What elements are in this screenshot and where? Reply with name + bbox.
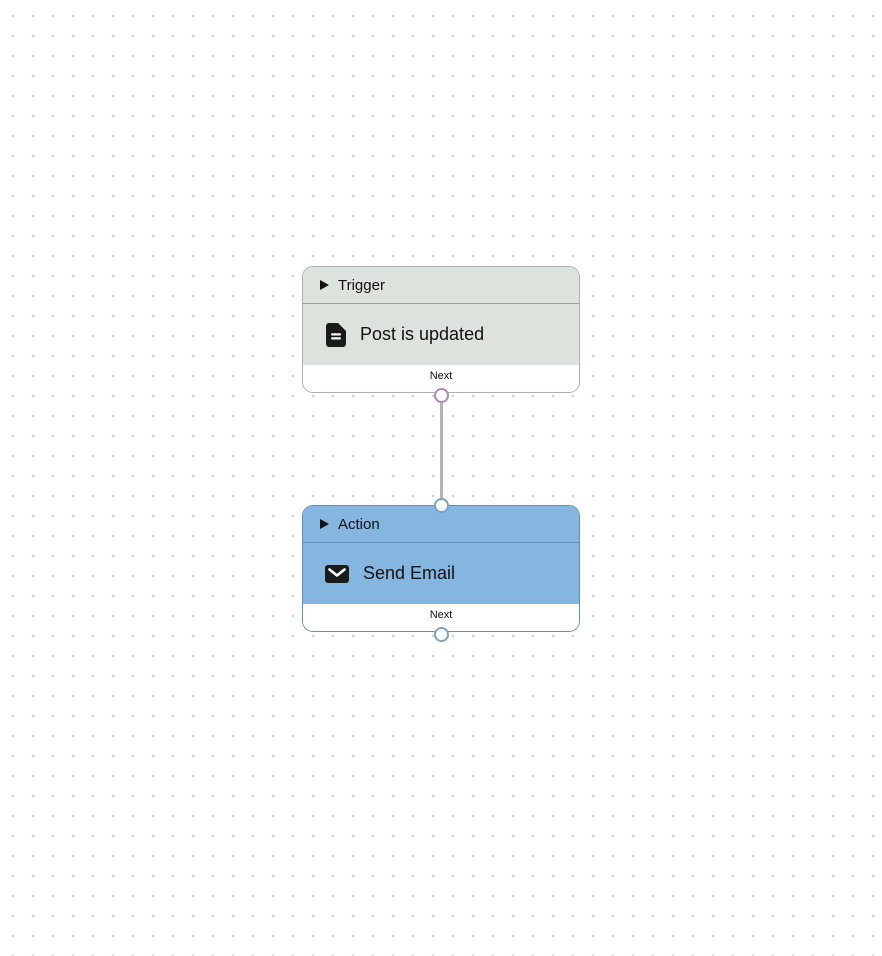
document-icon	[326, 322, 346, 347]
trigger-node-footer: Next	[303, 365, 579, 391]
action-node-title: Action	[338, 515, 380, 533]
trigger-node-header[interactable]: Trigger	[303, 267, 579, 304]
collapse-triangle-icon[interactable]	[320, 519, 329, 529]
action-node-label: Send Email	[363, 563, 456, 583]
action-node-footer: Next	[303, 604, 579, 630]
node-trigger[interactable]: Trigger Post is updated Next	[302, 266, 580, 393]
trigger-output-port[interactable]	[433, 387, 449, 403]
trigger-node-body[interactable]: Post is updated	[303, 304, 579, 365]
node-action[interactable]: Action Send Email Next	[302, 505, 580, 632]
trigger-next-label: Next	[429, 370, 453, 382]
action-next-label: Next	[429, 609, 453, 621]
action-input-port[interactable]	[433, 497, 449, 513]
collapse-triangle-icon[interactable]	[320, 280, 329, 290]
action-node-body[interactable]: Send Email	[303, 543, 579, 604]
edge-trigger-to-action[interactable]	[439, 395, 443, 505]
trigger-node-label: Post is updated	[360, 324, 485, 344]
envelope-icon	[325, 564, 349, 583]
trigger-node-title: Trigger	[338, 276, 385, 294]
action-output-port[interactable]	[433, 626, 449, 642]
